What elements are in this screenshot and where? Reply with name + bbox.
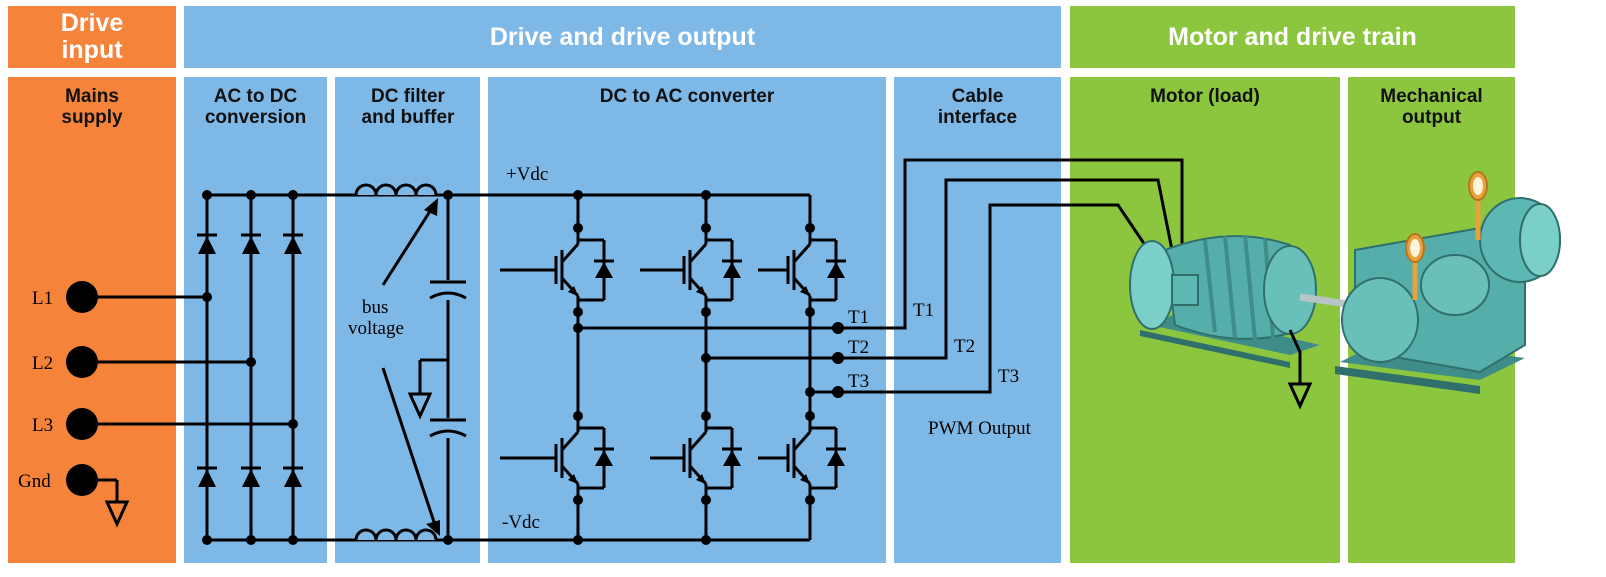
- header-drive-output-label: Drive and drive output: [489, 22, 756, 51]
- terminal-L1: [66, 281, 98, 313]
- mains-terminals: [66, 281, 98, 496]
- subheading-cable: Cable interface: [937, 86, 1018, 128]
- column-inverter: [488, 77, 886, 563]
- bus-arrow-up-head: [424, 198, 438, 216]
- motor-illustration: [1129, 234, 1356, 408]
- subheading-mechanical: Mechanical output: [1380, 86, 1483, 128]
- label-t3-cable: T3: [998, 366, 1019, 387]
- terminal-L2: [66, 346, 98, 378]
- header-motor-train-label: Motor and drive train: [1168, 22, 1417, 51]
- label-t2-cable: T2: [954, 336, 975, 357]
- header-drive-input-label: Drive input: [60, 9, 124, 64]
- subheading-mains: Mains supply: [61, 86, 123, 128]
- header-motor-train: Motor and drive train: [1070, 6, 1515, 68]
- label-L1: L1: [32, 288, 53, 309]
- subheading-inverter: DC to AC converter: [599, 86, 775, 107]
- column-dc-filter: [335, 77, 480, 563]
- label-t2-inv: T2: [848, 337, 869, 358]
- gearbox-illustration: [1335, 171, 1561, 394]
- terminal-L3: [66, 408, 98, 440]
- igbt-switches: [500, 230, 848, 498]
- label-neg-vdc: -Vdc: [502, 512, 540, 533]
- subheading-dc-filter: DC filter and buffer: [361, 86, 455, 128]
- terminal-gnd: [66, 464, 98, 496]
- subheading-rectifier: AC to DC conversion: [204, 86, 307, 128]
- label-L2: L2: [32, 353, 53, 374]
- label-voltage: voltage: [348, 318, 404, 339]
- subheading-motor: Motor (load): [1150, 86, 1260, 107]
- column-cable: [894, 77, 1061, 563]
- label-bus: bus: [362, 297, 388, 318]
- bus-arrow-down-head: [426, 520, 440, 536]
- label-L3: L3: [32, 415, 53, 436]
- label-t1-inv: T1: [848, 307, 869, 328]
- label-t1-cable: T1: [913, 300, 934, 321]
- label-gnd: Gnd: [18, 471, 51, 492]
- label-pos-vdc: +Vdc: [506, 164, 548, 185]
- junction-dots: [202, 190, 844, 545]
- header-drive-input: Drive input: [8, 6, 176, 68]
- label-t3-inv: T3: [848, 371, 869, 392]
- header-drive-output: Drive and drive output: [184, 6, 1061, 68]
- label-pwm-output: PWM Output: [928, 418, 1032, 439]
- dc-midpoint-ground: [408, 370, 432, 418]
